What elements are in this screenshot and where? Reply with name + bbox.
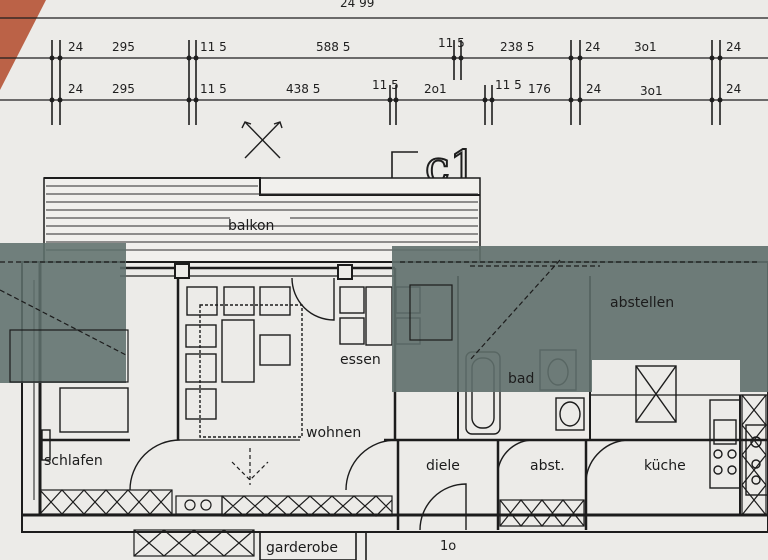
furniture-living: [129, 277, 631, 531]
north-arrow-icon: [241, 121, 283, 159]
dimension-lines: [0, 17, 768, 125]
dim-label: 2o1: [424, 82, 447, 96]
room-label-abstellen: abstellen: [610, 295, 674, 311]
dim-top-partial: 24 99: [340, 0, 374, 10]
dim-label: 588 5: [316, 40, 350, 54]
dim-label: 176: [528, 82, 551, 96]
dim-label: 24: [726, 40, 741, 54]
dim-label: 438 5: [286, 82, 320, 96]
dim-label: 295: [112, 40, 135, 54]
room-label-kueche: küche: [644, 458, 686, 474]
dim-label: 11 5: [200, 82, 227, 96]
room-label-balkon: balkon: [228, 218, 274, 234]
dim-label: 11 5: [372, 78, 399, 92]
direction-arrow-icon: [231, 448, 269, 485]
shaded-zones: [0, 243, 768, 392]
room-label-bad: bad: [508, 371, 534, 387]
dim-label: 11 5: [438, 36, 465, 50]
dimension-row-1: 24 295 11 5 588 5 11 5 238 5 24 3o1 24: [68, 36, 741, 54]
dim-label: 24: [68, 82, 83, 96]
dim-label: 24: [586, 82, 601, 96]
dim-label: 24: [585, 40, 600, 54]
room-number: 1o: [440, 539, 456, 554]
room-label-wohnen: wohnen: [306, 425, 361, 441]
dim-label: 3o1: [634, 40, 657, 54]
dim-label: 295: [112, 82, 135, 96]
room-label-schlafen: schlafen: [44, 453, 103, 469]
room-label-essen: essen: [340, 352, 381, 368]
dim-label: 238 5: [500, 40, 534, 54]
kitchen-fixtures: [635, 365, 768, 496]
garderobe-block: [259, 531, 367, 560]
dimension-row-2: 24 295 11 5 438 5 11 5 2o1 11 5 176 24 3…: [68, 78, 741, 98]
dim-label: 11 5: [200, 40, 227, 54]
dim-label: 3o1: [640, 84, 663, 98]
room-label-diele: diele: [426, 458, 460, 474]
bed: [41, 387, 129, 461]
hatched-walls: [39, 394, 767, 557]
dim-label: 11 5: [495, 78, 522, 92]
dim-label: 24: [726, 82, 741, 96]
corner-tint: [0, 0, 46, 90]
room-label-garderobe: garderobe: [266, 540, 338, 556]
dim-label: 24: [68, 40, 83, 54]
room-label-abst: abst.: [530, 458, 565, 474]
